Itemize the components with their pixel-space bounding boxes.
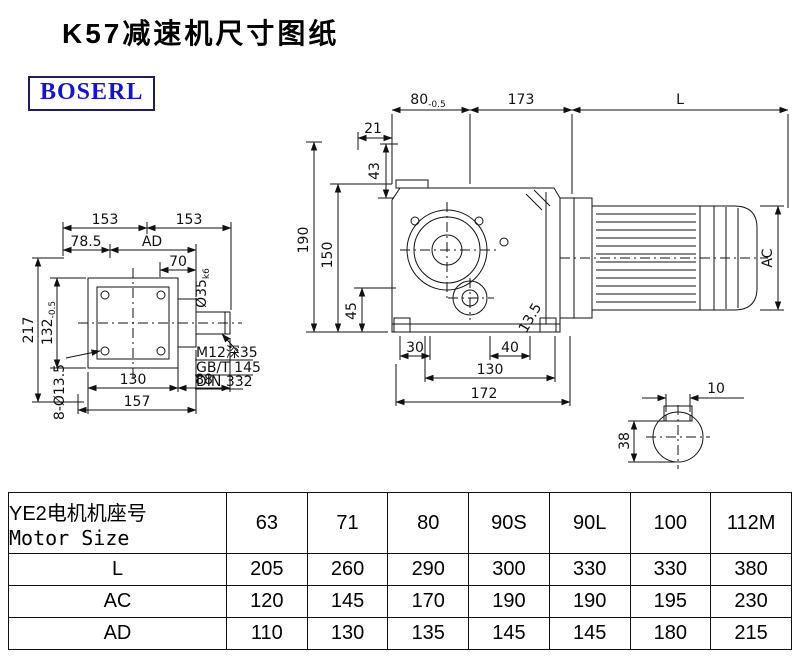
table-cell: 170 <box>387 585 470 618</box>
technical-drawing: 153 153 78.5 AD 70 Ø35k6 217 132-0.5 8-Ø… <box>21 92 789 469</box>
table-header-cell: 80 <box>387 492 470 554</box>
table-cell: 145 <box>468 617 550 650</box>
dim-label-45: 45 <box>344 302 360 320</box>
table-cell: 145 <box>548 617 631 650</box>
table-cell: 260 <box>306 553 389 586</box>
dim-label-L: L <box>676 92 684 108</box>
table-cell: 120 <box>226 585 308 618</box>
dim-label-40: 40 <box>501 340 519 356</box>
dimension-labels: 153 153 78.5 AD 70 Ø35k6 217 132-0.5 8-Ø… <box>21 92 776 450</box>
table-cell: 290 <box>387 553 470 586</box>
table-row-AD: AD 110 130 135 145 145 180 215 <box>8 617 792 650</box>
table-cell: 330 <box>629 553 712 586</box>
table-cell: 230 <box>710 585 792 618</box>
table-header-cell: 100 <box>629 492 712 554</box>
table-cell: 110 <box>226 617 308 650</box>
shaft-section-geometry <box>628 394 744 469</box>
table-cell: 205 <box>226 553 308 586</box>
dim-label-153-b: 153 <box>176 212 203 228</box>
dim-label-10: 10 <box>707 381 725 397</box>
table-cell: 130 <box>306 617 389 650</box>
table-row-L: L 205 260 290 300 330 330 380 <box>8 553 792 586</box>
table-cell: 380 <box>710 553 792 586</box>
row-label: AC <box>8 585 227 618</box>
row-label: AD <box>8 617 227 650</box>
table-cell: 145 <box>306 585 389 618</box>
motor-size-label-cn: YE2电机机座号 <box>9 502 147 525</box>
table-cell: 330 <box>548 553 631 586</box>
front-view-geometry <box>306 106 789 406</box>
dim-label-80: 80-0.5 <box>410 92 445 110</box>
dim-label-21: 21 <box>364 121 382 137</box>
dim-label-173: 173 <box>508 92 535 108</box>
table-row-AC: AC 120 145 170 190 190 195 230 <box>8 585 792 618</box>
table-cell: 300 <box>468 553 550 586</box>
motor-size-label-en: Motor Size <box>9 525 130 550</box>
dim-label-70: 70 <box>169 254 187 270</box>
table-cell: 135 <box>387 617 470 650</box>
table-header-cell: 90L <box>548 492 631 554</box>
dim-label-150: 150 <box>320 242 336 269</box>
left-view-geometry <box>32 222 253 414</box>
note-m12: M12深35 <box>196 345 258 361</box>
table-header-cell: 90S <box>468 492 550 554</box>
table-header-cell: 112M <box>710 492 792 554</box>
table-header-cell: 63 <box>226 492 308 554</box>
brand-logo: BOSERL <box>28 76 156 111</box>
brand-logo-text: BOSERL <box>40 79 144 105</box>
dim-label-30: 30 <box>406 340 424 356</box>
page-title: K57减速机尺寸图纸 <box>62 18 340 49</box>
table-cell: 190 <box>468 585 550 618</box>
dim-label-172: 172 <box>471 386 498 402</box>
dim-label-217: 217 <box>21 317 37 344</box>
dim-label-38: 38 <box>617 432 633 450</box>
dim-label-8-holes: 8-Ø13.5 <box>52 364 68 420</box>
dim-label-157: 157 <box>124 394 151 410</box>
dim-label-88: 88 <box>195 372 213 388</box>
dim-label-78-5: 78.5 <box>70 234 101 250</box>
table-cell: 195 <box>629 585 712 618</box>
dim-label-130-front: 130 <box>477 362 504 378</box>
motor-size-table: YE2电机机座号 Motor Size 63 71 80 90S 90L 100… <box>8 492 792 650</box>
table-header-label: YE2电机机座号 Motor Size <box>8 492 227 554</box>
table-cell: 180 <box>629 617 712 650</box>
dim-label-132: 132-0.5 <box>40 301 58 345</box>
note-gbt145: GB/T 145 <box>196 360 261 376</box>
table-cell: 215 <box>710 617 792 650</box>
dim-label-43: 43 <box>367 162 383 180</box>
dim-label-130-left: 130 <box>120 372 147 388</box>
dim-label-ad: AD <box>142 234 162 250</box>
table-header-cell: 71 <box>306 492 389 554</box>
row-label: L <box>8 553 227 586</box>
dim-label-shaft-dia: Ø35k6 <box>194 268 212 308</box>
table-header-row: YE2电机机座号 Motor Size 63 71 80 90S 90L 100… <box>8 492 792 554</box>
note-din332: DIN 332 <box>196 374 253 390</box>
dim-label-ac: AC <box>760 248 776 267</box>
dim-label-153-a: 153 <box>92 212 119 228</box>
dim-label-190: 190 <box>296 227 312 254</box>
table-cell: 190 <box>548 585 631 618</box>
